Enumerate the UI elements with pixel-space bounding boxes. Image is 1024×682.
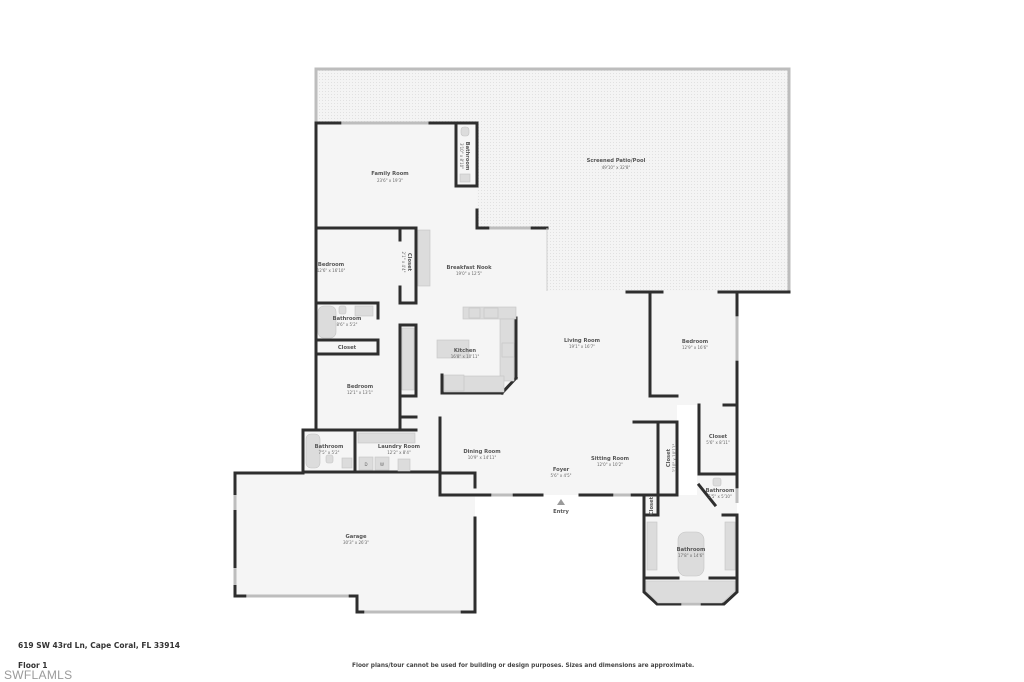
stove-icon — [501, 342, 515, 358]
label-garage: Garage — [345, 534, 367, 540]
label-bedroom-sw: Bedroom — [347, 384, 373, 390]
vanity-left — [646, 521, 658, 571]
label-bathroom-master-wc: Bathroom — [706, 488, 735, 494]
label-sitting-room: Sitting Room — [591, 456, 629, 462]
svg-text:30'3" x 26'3": 30'3" x 26'3" — [343, 540, 369, 545]
label-bathroom-hall: Bathroom — [333, 316, 362, 322]
dryer-label: D — [364, 462, 367, 467]
toilet-icon — [325, 454, 334, 464]
svg-text:12'0" x 10'2": 12'0" x 10'2" — [597, 462, 623, 467]
label-breakfast-nook: Breakfast Nook — [446, 265, 492, 271]
pantry-shelf — [417, 229, 431, 287]
svg-text:1'10" x 10'11": 1'10" x 10'11" — [672, 444, 677, 473]
washer-icon — [374, 456, 390, 471]
entry-arrow-icon — [557, 499, 565, 505]
label-closet-small: Closet — [649, 496, 655, 515]
svg-text:7'5" x 5'2": 7'5" x 5'2" — [319, 450, 340, 455]
label-closet-master: Closet — [709, 434, 728, 440]
laundry-counter — [401, 327, 415, 391]
label-bathroom-family: Bathroom — [464, 142, 470, 171]
sink-icon — [468, 307, 481, 319]
label-entry: Entry — [553, 509, 569, 515]
label-kitchen: Kitchen — [454, 348, 477, 354]
svg-text:17'8" x 14'6": 17'8" x 14'6" — [678, 553, 704, 558]
label-family-room: Family Room — [371, 171, 408, 177]
svg-text:12'9" x 16'6": 12'9" x 16'6" — [682, 345, 708, 350]
svg-text:12'2" x 8'4": 12'2" x 8'4" — [387, 450, 411, 455]
svg-text:8'6" x 5'2": 8'6" x 5'2" — [337, 322, 358, 327]
label-bedroom-master: Bedroom — [682, 339, 708, 345]
svg-text:12'6" x 16'10": 12'6" x 16'10" — [317, 268, 346, 273]
sink-icon — [354, 305, 374, 317]
svg-text:12'1" x 13'1": 12'1" x 13'1" — [347, 390, 373, 395]
svg-text:5'6" x 8'11": 5'6" x 8'11" — [706, 440, 730, 445]
vanity-right — [724, 521, 736, 571]
label-bathroom-sw: Bathroom — [315, 444, 344, 450]
svg-text:49'10" x 32'8": 49'10" x 32'8" — [602, 165, 631, 170]
label-closet-nw: Closet — [406, 253, 412, 272]
label-closet-sitting: Closet — [666, 448, 672, 467]
label-bedroom-nw: Bedroom — [318, 262, 344, 268]
room-labels: Screened Patio/Pool 49'10" x 32'8" Famil… — [315, 142, 735, 558]
svg-text:10'9" x 14'11": 10'9" x 14'11" — [468, 455, 497, 460]
toilet-icon — [338, 305, 347, 315]
svg-text:3'10" x 8'10": 3'10" x 8'10" — [459, 143, 464, 169]
disclaimer-text: Floor plans/tour cannot be used for buil… — [352, 663, 695, 669]
property-address: 619 SW 43rd Ln, Cape Coral, FL 33914 — [18, 641, 180, 650]
dishwasher-icon — [483, 307, 499, 319]
svg-text:16'8" x 10'11": 16'8" x 10'11" — [451, 354, 480, 359]
toilet-icon — [460, 126, 470, 137]
bathtub-icon — [317, 305, 337, 339]
svg-text:23'6" x 19'3": 23'6" x 19'3" — [377, 178, 403, 183]
washer-label: W — [380, 462, 384, 467]
label-closet-hall: Closet — [338, 345, 357, 351]
sink-icon — [397, 458, 411, 472]
toilet-icon — [712, 477, 722, 487]
label-dining-room: Dining Room — [463, 449, 500, 455]
floor-label: Floor 1 — [18, 661, 48, 670]
label-living-room: Living Room — [564, 338, 600, 344]
shower-floor — [645, 580, 736, 604]
svg-text:5'5" x 5'10": 5'5" x 5'10" — [708, 494, 732, 499]
screened-patio-area — [314, 67, 791, 291]
svg-text:5'6" x 4'5": 5'6" x 4'5" — [551, 473, 572, 478]
label-screened-patio: Screened Patio/Pool — [587, 158, 646, 164]
laundry-shelf — [357, 432, 416, 444]
label-laundry-room: Laundry Room — [378, 444, 420, 450]
walls — [233, 121, 791, 614]
fridge-icon — [443, 374, 465, 392]
svg-text:2'1" x 4'4": 2'1" x 4'4" — [401, 252, 406, 273]
svg-text:19'0" x 12'5": 19'0" x 12'5" — [456, 271, 482, 276]
svg-text:19'1" x 16'7": 19'1" x 16'7" — [569, 344, 595, 349]
bathtub-icon — [677, 531, 705, 577]
sink-icon — [341, 457, 353, 469]
shower-icon — [459, 173, 471, 183]
mls-watermark: SWFLAMLS — [4, 668, 73, 682]
label-bathroom-master: Bathroom — [677, 547, 706, 553]
bathtub-icon — [305, 433, 321, 469]
fixtures — [305, 126, 736, 604]
dryer-icon — [358, 456, 374, 471]
interior-floor — [235, 123, 737, 612]
label-foyer: Foyer — [553, 467, 570, 473]
kitchen-island — [436, 339, 470, 359]
